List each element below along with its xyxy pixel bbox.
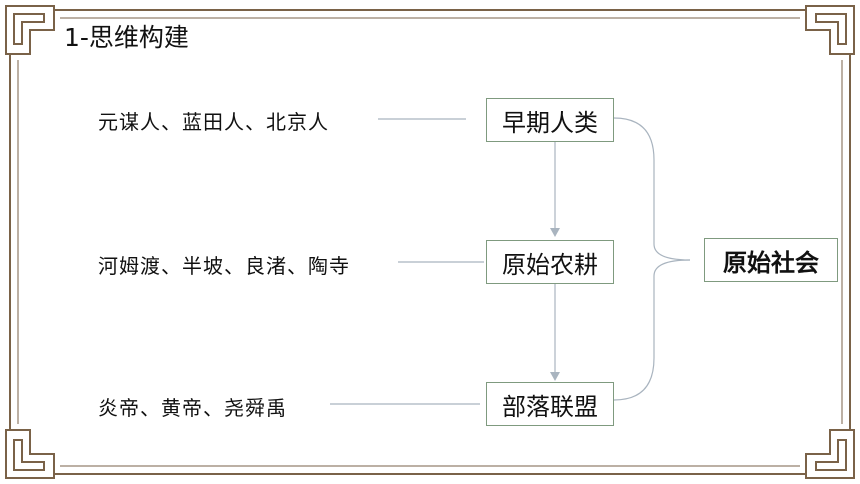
connectors	[330, 117, 691, 405]
label-farming-sites: 河姆渡、半坡、良渚、陶寺	[98, 254, 350, 278]
stage-box-tribal-alliance: 部落联盟	[486, 382, 614, 426]
label-tribal-leaders: 炎帝、黄帝、尧舜禹	[98, 396, 287, 420]
arrowheads	[550, 228, 560, 381]
stage-box-primitive-farming: 原始农耕	[486, 240, 614, 284]
corner-ornaments	[5, 5, 855, 479]
summary-box-primitive-society: 原始社会	[704, 238, 838, 282]
page-title: 1-思维构建	[64, 23, 189, 52]
label-early-humans-sites: 元谋人、蓝田人、北京人	[98, 110, 329, 134]
stage-box-early-humans: 早期人类	[486, 98, 614, 142]
